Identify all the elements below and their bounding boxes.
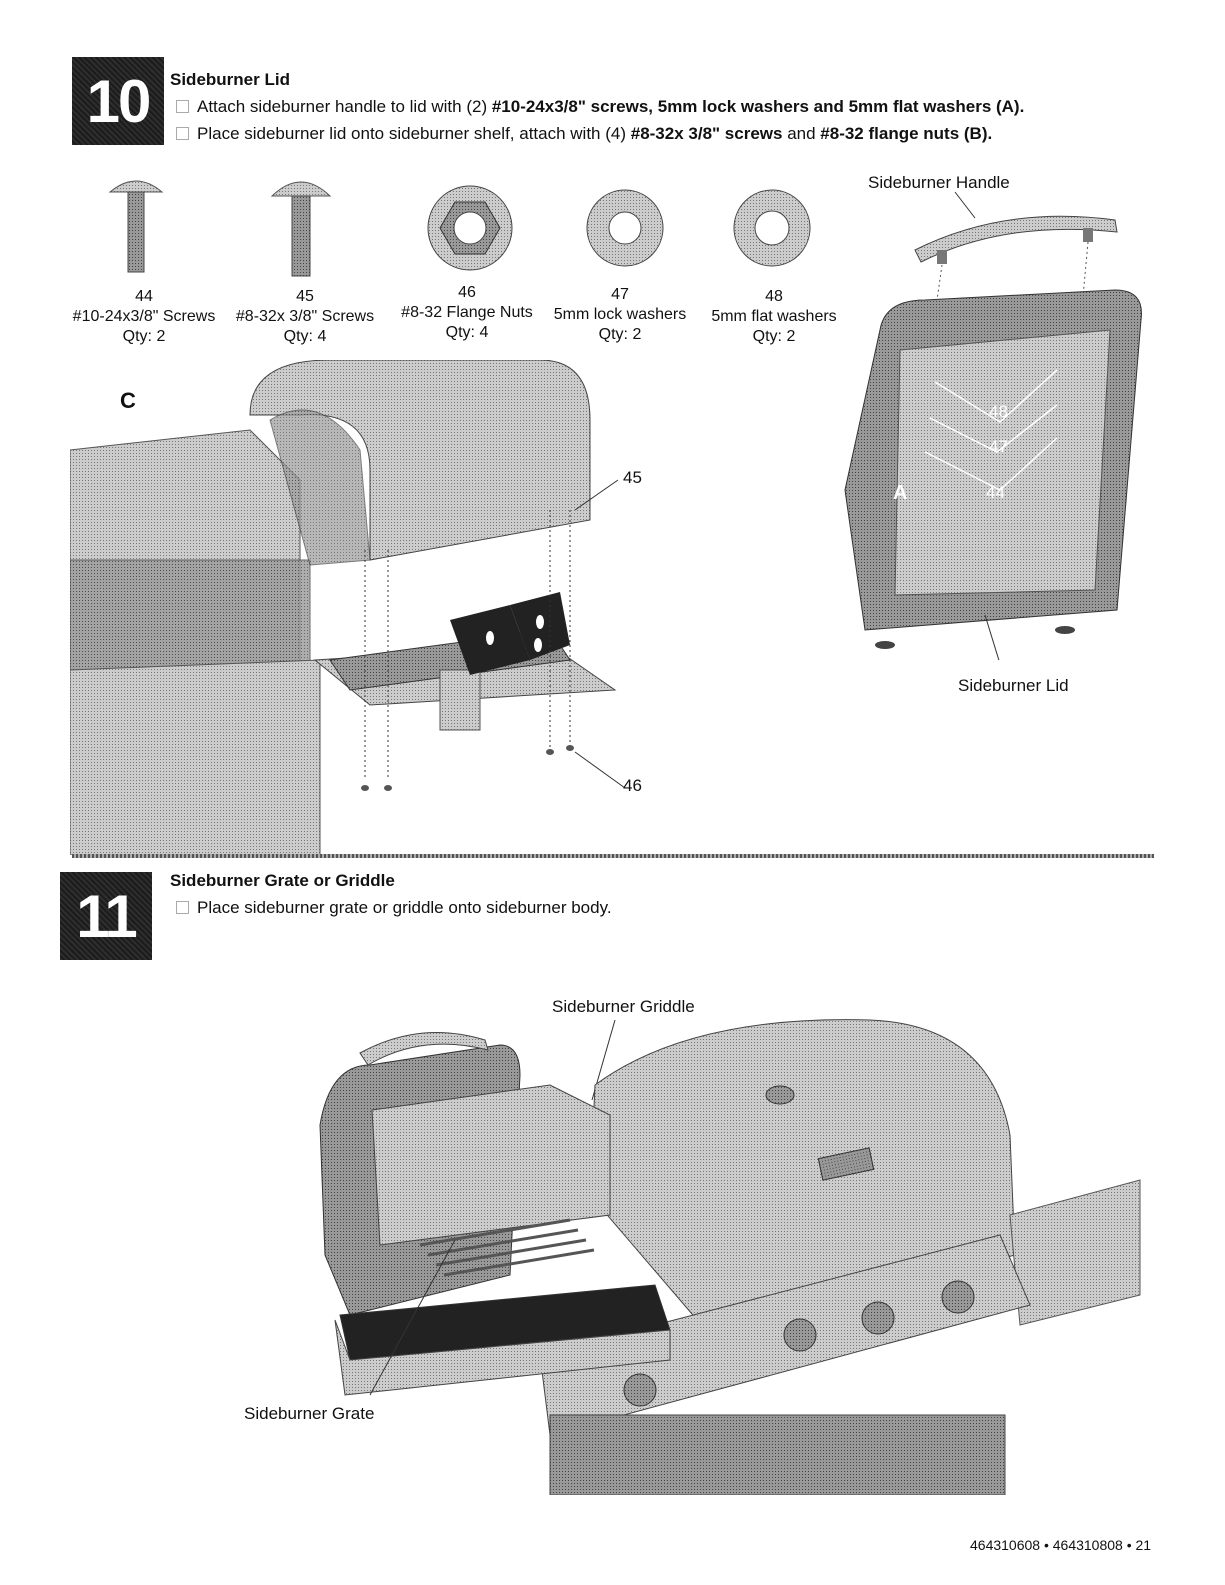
step-number-badge: 10 (72, 57, 164, 145)
part-label: 46 #8-32 Flange Nuts Qty: 4 (401, 284, 533, 341)
sideburner-lid-illustration (844, 191, 1142, 660)
instruction-line: Place sideburner grate or griddle onto s… (176, 898, 612, 918)
sideburner-grate-label: Sideburner Grate (244, 1404, 375, 1423)
grill-sideburner-illustration (70, 360, 626, 855)
flat-washer-icon (733, 189, 811, 267)
sideburner-griddle-label: Sideburner Griddle (552, 997, 695, 1016)
instruction-line: Attach sideburner handle to lid with (2)… (176, 97, 1024, 117)
checkbox-icon[interactable] (176, 127, 189, 140)
page-footer: 464310608 • 464310808 • 21 (970, 1537, 1152, 1553)
grill-assembly-illustration (319, 1019, 1141, 1495)
callout-44: 44 (986, 483, 1005, 502)
section-divider (72, 854, 1154, 858)
callout-48: 48 (989, 402, 1008, 421)
step-number: 10 (86, 67, 152, 135)
part-label: 48 5mm flat washers Qty: 2 (711, 288, 837, 345)
checkbox-icon[interactable] (176, 100, 189, 113)
figure-label-a: A (893, 482, 908, 504)
step-title: Sideburner Grate or Griddle (170, 871, 395, 890)
screw-icon (270, 181, 332, 277)
instruction-line: Place sideburner lid onto sideburner she… (176, 124, 992, 144)
checkbox-icon[interactable] (176, 901, 189, 914)
part-label: 44 #10-24x3/8" Screws Qty: 2 (72, 288, 216, 345)
part-label: 47 5mm lock washers Qty: 2 (553, 286, 687, 343)
sideburner-lid-label: Sideburner Lid (958, 676, 1069, 695)
part-label: 45 #8-32x 3/8" Screws Qty: 4 (235, 288, 375, 345)
step-number-badge: 11 (60, 872, 152, 960)
lock-washer-icon (586, 189, 664, 267)
hardware-icons (108, 180, 811, 277)
callout-47: 47 (989, 437, 1008, 456)
callout-45: 45 (623, 468, 642, 487)
figure-label-c: C (120, 388, 136, 413)
sideburner-handle-label: Sideburner Handle (868, 173, 1010, 192)
screw-icon (108, 180, 164, 273)
callout-46: 46 (623, 776, 642, 795)
step-title: Sideburner Lid (170, 70, 290, 89)
flange-nut-icon (427, 185, 513, 271)
step-number: 11 (76, 882, 137, 950)
